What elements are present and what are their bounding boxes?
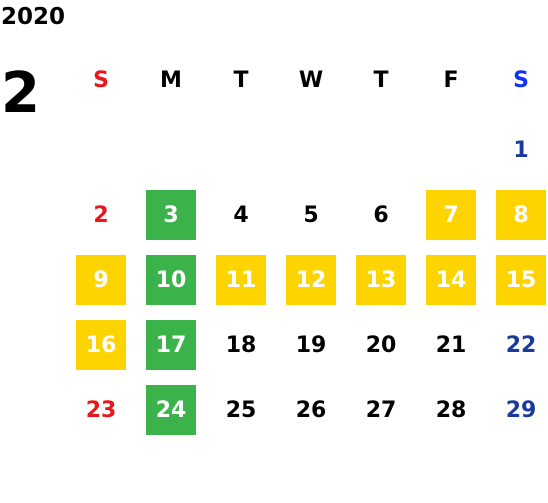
weekday-header-sat: S (513, 67, 529, 93)
day-cell-19[interactable]: 19 (295, 332, 327, 358)
weekday-header-thu: T (373, 67, 389, 93)
weekday-header-sun: S (93, 67, 109, 93)
day-cell-14[interactable]: 14 (426, 255, 476, 305)
day-cell-12[interactable]: 12 (286, 255, 336, 305)
day-cell-28[interactable]: 28 (435, 397, 467, 423)
day-cell-29[interactable]: 29 (505, 397, 537, 423)
day-cell-21[interactable]: 21 (435, 332, 467, 358)
day-cell-18[interactable]: 18 (225, 332, 257, 358)
day-cell-17[interactable]: 17 (146, 320, 196, 370)
day-cell-3[interactable]: 3 (146, 190, 196, 240)
weekday-header-fri: F (443, 67, 459, 93)
day-cell-20[interactable]: 20 (365, 332, 397, 358)
day-cell-26[interactable]: 26 (295, 397, 327, 423)
day-cell-5[interactable]: 5 (303, 202, 319, 228)
month-number: 2 (1, 61, 40, 126)
day-cell-13[interactable]: 13 (356, 255, 406, 305)
year-label: 2020 (1, 4, 66, 30)
weekday-header-wed: W (298, 67, 324, 93)
day-cell-16[interactable]: 16 (76, 320, 126, 370)
day-cell-23[interactable]: 23 (85, 397, 117, 423)
day-cell-7[interactable]: 7 (426, 190, 476, 240)
day-cell-1[interactable]: 1 (513, 137, 529, 163)
day-cell-2[interactable]: 2 (93, 202, 109, 228)
day-cell-15[interactable]: 15 (496, 255, 546, 305)
day-cell-11[interactable]: 11 (216, 255, 266, 305)
day-cell-4[interactable]: 4 (233, 202, 249, 228)
weekday-header-tue: T (233, 67, 249, 93)
weekday-header-mon: M (160, 67, 182, 93)
day-cell-10[interactable]: 10 (146, 255, 196, 305)
day-cell-27[interactable]: 27 (365, 397, 397, 423)
day-cell-8[interactable]: 8 (496, 190, 546, 240)
day-cell-25[interactable]: 25 (225, 397, 257, 423)
day-cell-6[interactable]: 6 (373, 202, 389, 228)
day-cell-22[interactable]: 22 (505, 332, 537, 358)
day-cell-9[interactable]: 9 (76, 255, 126, 305)
day-cell-24[interactable]: 24 (146, 385, 196, 435)
